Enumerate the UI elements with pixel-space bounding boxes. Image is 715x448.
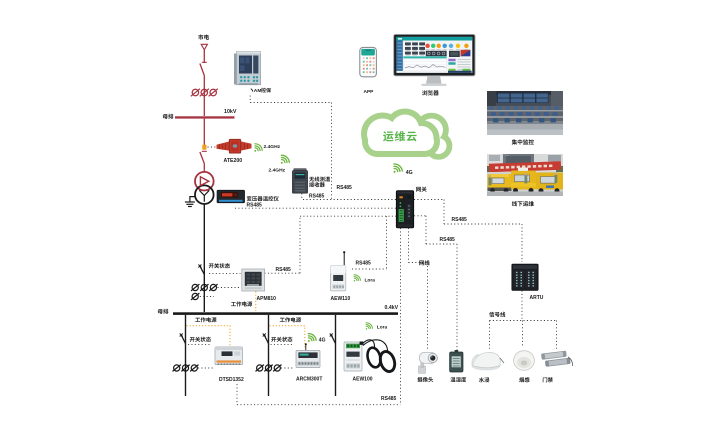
svg-text:DTSD1352: DTSD1352 xyxy=(219,377,244,383)
svg-text:2.4GHz: 2.4GHz xyxy=(264,144,281,150)
svg-text:RS485: RS485 xyxy=(309,193,325,199)
svg-text:RS485: RS485 xyxy=(337,185,353,191)
svg-text:APP: APP xyxy=(364,89,375,95)
svg-text:Lora: Lora xyxy=(365,277,376,283)
svg-text:0.4kV: 0.4kV xyxy=(385,305,399,311)
svg-text:RS485: RS485 xyxy=(381,396,397,402)
svg-text:ARCM300T: ARCM300T xyxy=(296,376,322,382)
svg-text:RS485: RS485 xyxy=(276,267,292,273)
svg-text:RS485: RS485 xyxy=(440,237,456,243)
svg-text:AEW100: AEW100 xyxy=(353,376,373,382)
svg-text:10kV: 10kV xyxy=(224,109,237,115)
svg-text:AM: AM xyxy=(254,88,262,94)
svg-text:2.4GHz: 2.4GHz xyxy=(269,167,286,173)
svg-text:AEW110: AEW110 xyxy=(331,296,351,302)
svg-text:ARTU: ARTU xyxy=(530,295,544,301)
svg-text:Lora: Lora xyxy=(377,325,388,331)
svg-text:ATE200: ATE200 xyxy=(224,158,243,164)
svg-text:RS485: RS485 xyxy=(356,261,372,267)
svg-text:RS485: RS485 xyxy=(452,217,468,223)
svg-text:APM810: APM810 xyxy=(257,296,277,302)
svg-text:RS485: RS485 xyxy=(247,202,263,208)
svg-text:4G: 4G xyxy=(406,170,413,176)
svg-text:4G: 4G xyxy=(319,338,326,344)
